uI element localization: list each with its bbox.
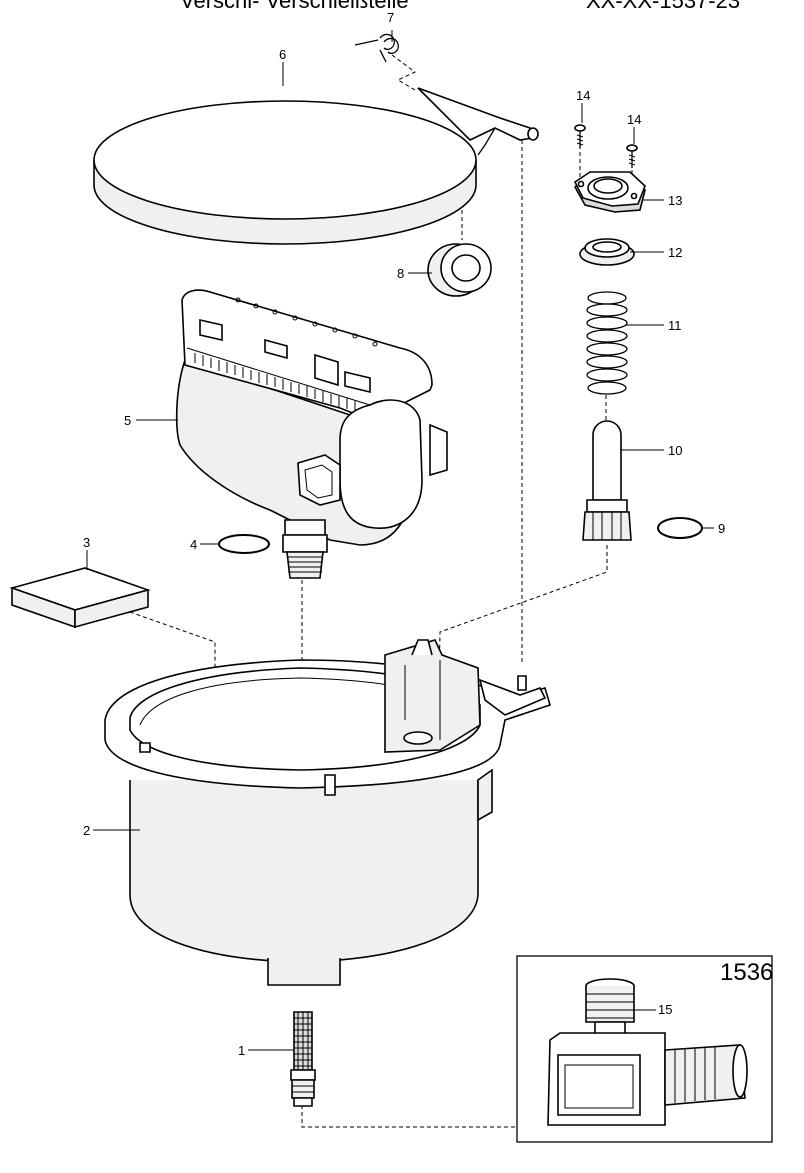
label-1: 1: [238, 1043, 245, 1058]
label-13: 13: [668, 193, 682, 208]
label-8: 8: [397, 266, 404, 281]
label-11: 11: [668, 318, 682, 333]
part-2-housing: [104, 639, 551, 986]
label-10: 10: [668, 443, 682, 458]
part-12-ring: [579, 238, 635, 266]
part-13-flange: [573, 171, 646, 213]
label-14b: 14: [627, 112, 641, 127]
part-10-plunger: [582, 420, 632, 541]
part-labels: 7 6 14 14 13 12 8 11 5 10 9 3 4 2 1 15: [83, 10, 725, 1058]
part-15-elbow-adapter: [547, 978, 748, 1126]
part-14-screw-right: [626, 144, 638, 168]
part-3-foam-block: [9, 567, 151, 629]
part-9-o-ring: [657, 517, 703, 539]
label-4: 4: [190, 537, 197, 552]
label-5: 5: [124, 413, 131, 428]
label-7: 7: [387, 10, 394, 25]
header-right-text: XX-XX-1537-23: [586, 0, 741, 13]
part-7-spring-clip: [354, 33, 399, 63]
leader-lines: [86, 30, 714, 1051]
label-3: 3: [83, 535, 90, 550]
label-6: 6: [279, 47, 286, 62]
label-12: 12: [668, 245, 682, 260]
inset-title: 1536: [720, 959, 773, 986]
label-9: 9: [718, 521, 725, 536]
part-8-grommet: [427, 243, 492, 297]
header-left-text: Verschl- Verschleißteile: [180, 0, 409, 13]
label-15: 15: [658, 1002, 672, 1017]
part-14-screw-left: [574, 124, 586, 148]
part-4-o-ring: [218, 534, 270, 554]
label-14a: 14: [576, 88, 590, 103]
part-1-strainer: [290, 1011, 316, 1107]
inset-box-1536: 1536: [516, 955, 773, 1143]
part-11-spring: [586, 291, 628, 395]
part-5-pump: [175, 289, 448, 579]
part-6-lid: [93, 87, 539, 245]
label-2: 2: [83, 823, 90, 838]
